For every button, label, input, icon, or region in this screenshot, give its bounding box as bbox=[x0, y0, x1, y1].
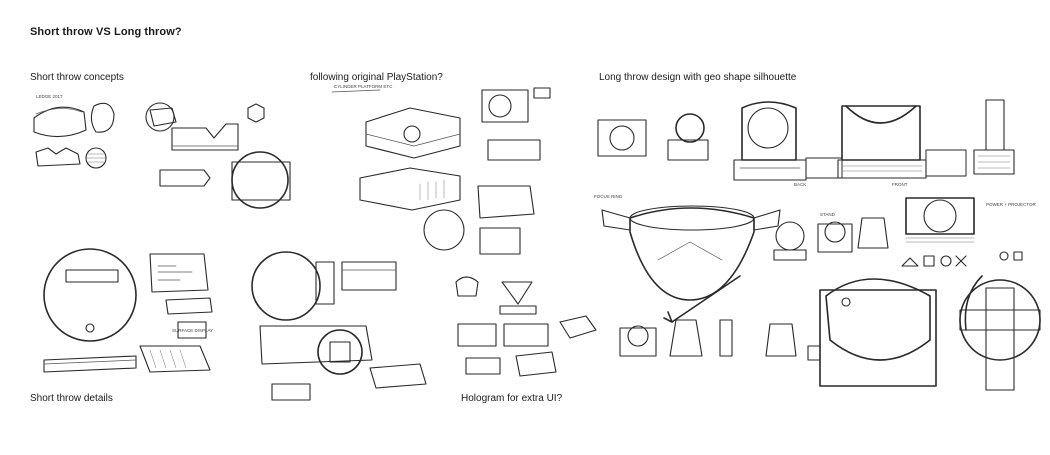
label-short-throw-details: Short throw details bbox=[30, 393, 113, 404]
label-following-playstation: following original PlayStation? bbox=[310, 72, 443, 83]
middle-lower-sketches bbox=[251, 251, 427, 401]
page-title: Short throw VS Long throw? bbox=[30, 26, 182, 38]
label-hologram-extra-ui: Hologram for extra UI? bbox=[461, 393, 563, 404]
note-stand: STAND bbox=[820, 212, 836, 217]
label-short-throw-concepts: Short throw concepts bbox=[30, 72, 124, 83]
note-back: BACK bbox=[794, 182, 806, 187]
note-front: FRONT bbox=[892, 182, 908, 187]
label-long-throw-design: Long throw design with geo shape silhoue… bbox=[599, 72, 797, 83]
playstation-inspired-sketches: CYLINDER PLATFORM ETC bbox=[331, 84, 551, 255]
long-throw-design-sketches: FOCUS RING STAND BACK FRONT POWER + PROJ… bbox=[594, 99, 1041, 391]
svg-text:LEDGE 2017: LEDGE 2017 bbox=[36, 94, 63, 99]
short-throw-concept-sketches: LEDGE 2017 bbox=[33, 94, 291, 209]
svg-text:SURFACE DISPLAY: SURFACE DISPLAY bbox=[172, 328, 213, 333]
short-throw-detail-sketches: SURFACE DISPLAY bbox=[43, 248, 213, 373]
note-power-projector: POWER + PROJECTOR bbox=[986, 202, 1037, 207]
hologram-sketches bbox=[455, 276, 597, 377]
svg-text:CYLINDER PLATFORM ETC: CYLINDER PLATFORM ETC bbox=[334, 84, 393, 89]
note-focus-ring: FOCUS RING bbox=[594, 194, 623, 199]
